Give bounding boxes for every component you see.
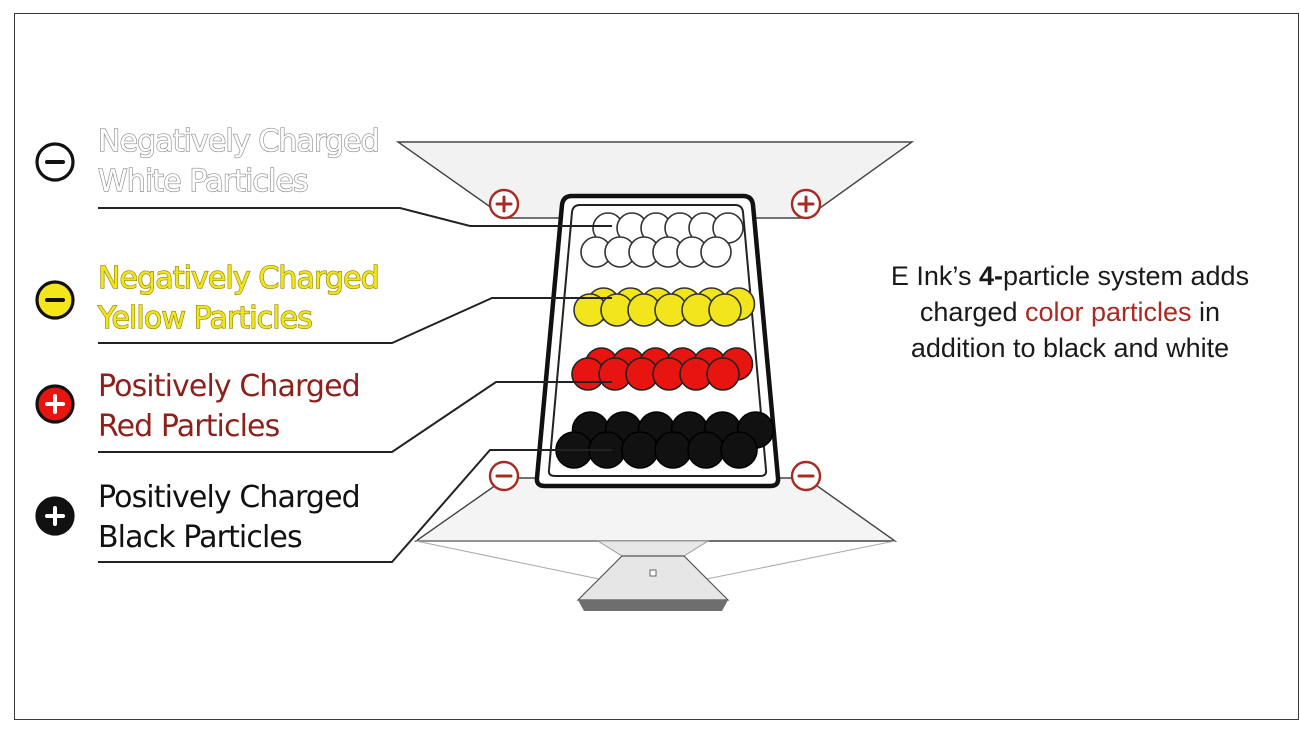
label-line: Red Particles — [98, 409, 280, 444]
leader-line-black — [98, 449, 612, 563]
caption-accent: color particles — [1024, 297, 1192, 327]
plus-circle-icon — [35, 496, 75, 536]
stand-column — [596, 540, 710, 557]
label-yellow-particles: Negatively Charged Yellow Particles — [97, 259, 380, 339]
white-particle — [700, 236, 732, 268]
label-line: Yellow Particles — [97, 300, 313, 336]
caption-bold: 4- — [978, 261, 1003, 291]
caption-text: particle system adds charged — [919, 261, 1250, 327]
minus-circle-icon — [35, 142, 75, 182]
leader-line-red — [98, 381, 612, 453]
minus-circle-icon — [488, 460, 520, 492]
black-particle — [654, 431, 692, 469]
cell-inner-wall — [547, 204, 768, 477]
yellow-particle-layer — [573, 287, 756, 327]
stand-point — [649, 569, 657, 577]
label-line: Positively Charged — [98, 369, 361, 404]
label-line: White Particles — [97, 163, 309, 199]
plus-circle-icon — [790, 188, 822, 220]
red-particle-layer — [571, 347, 754, 391]
label-line: Negatively Charged — [97, 260, 380, 296]
label-red-particles: Positively Charged Red Particles — [98, 367, 361, 447]
label-line: Negatively Charged — [97, 123, 380, 159]
leader-line-yellow — [98, 297, 612, 344]
leader-line-white — [98, 207, 612, 227]
black-particle — [720, 431, 758, 469]
minus-circle-icon — [790, 460, 822, 492]
label-black-particles: Positively Charged Black Particles — [98, 478, 361, 558]
caption-text: in addition to black and white — [910, 297, 1230, 363]
minus-circle-icon — [35, 280, 75, 320]
stand-base — [576, 555, 730, 601]
label-line: Positively Charged — [98, 480, 361, 515]
label-white-particles: Negatively Charged White Particles — [97, 122, 380, 202]
plus-circle-icon — [35, 384, 75, 424]
yellow-particle — [708, 293, 742, 327]
label-line: Black Particles — [98, 520, 303, 555]
caption: E Ink’s 4-particle system adds charged c… — [880, 258, 1260, 366]
white-particle-layer — [580, 212, 744, 268]
black-particle — [687, 431, 725, 469]
caption-text: E Ink’s — [890, 261, 979, 291]
black-particle — [621, 431, 659, 469]
plus-circle-icon — [488, 188, 520, 220]
black-particle-layer — [555, 411, 775, 469]
red-particle — [706, 357, 740, 391]
stand-foot — [578, 600, 728, 611]
